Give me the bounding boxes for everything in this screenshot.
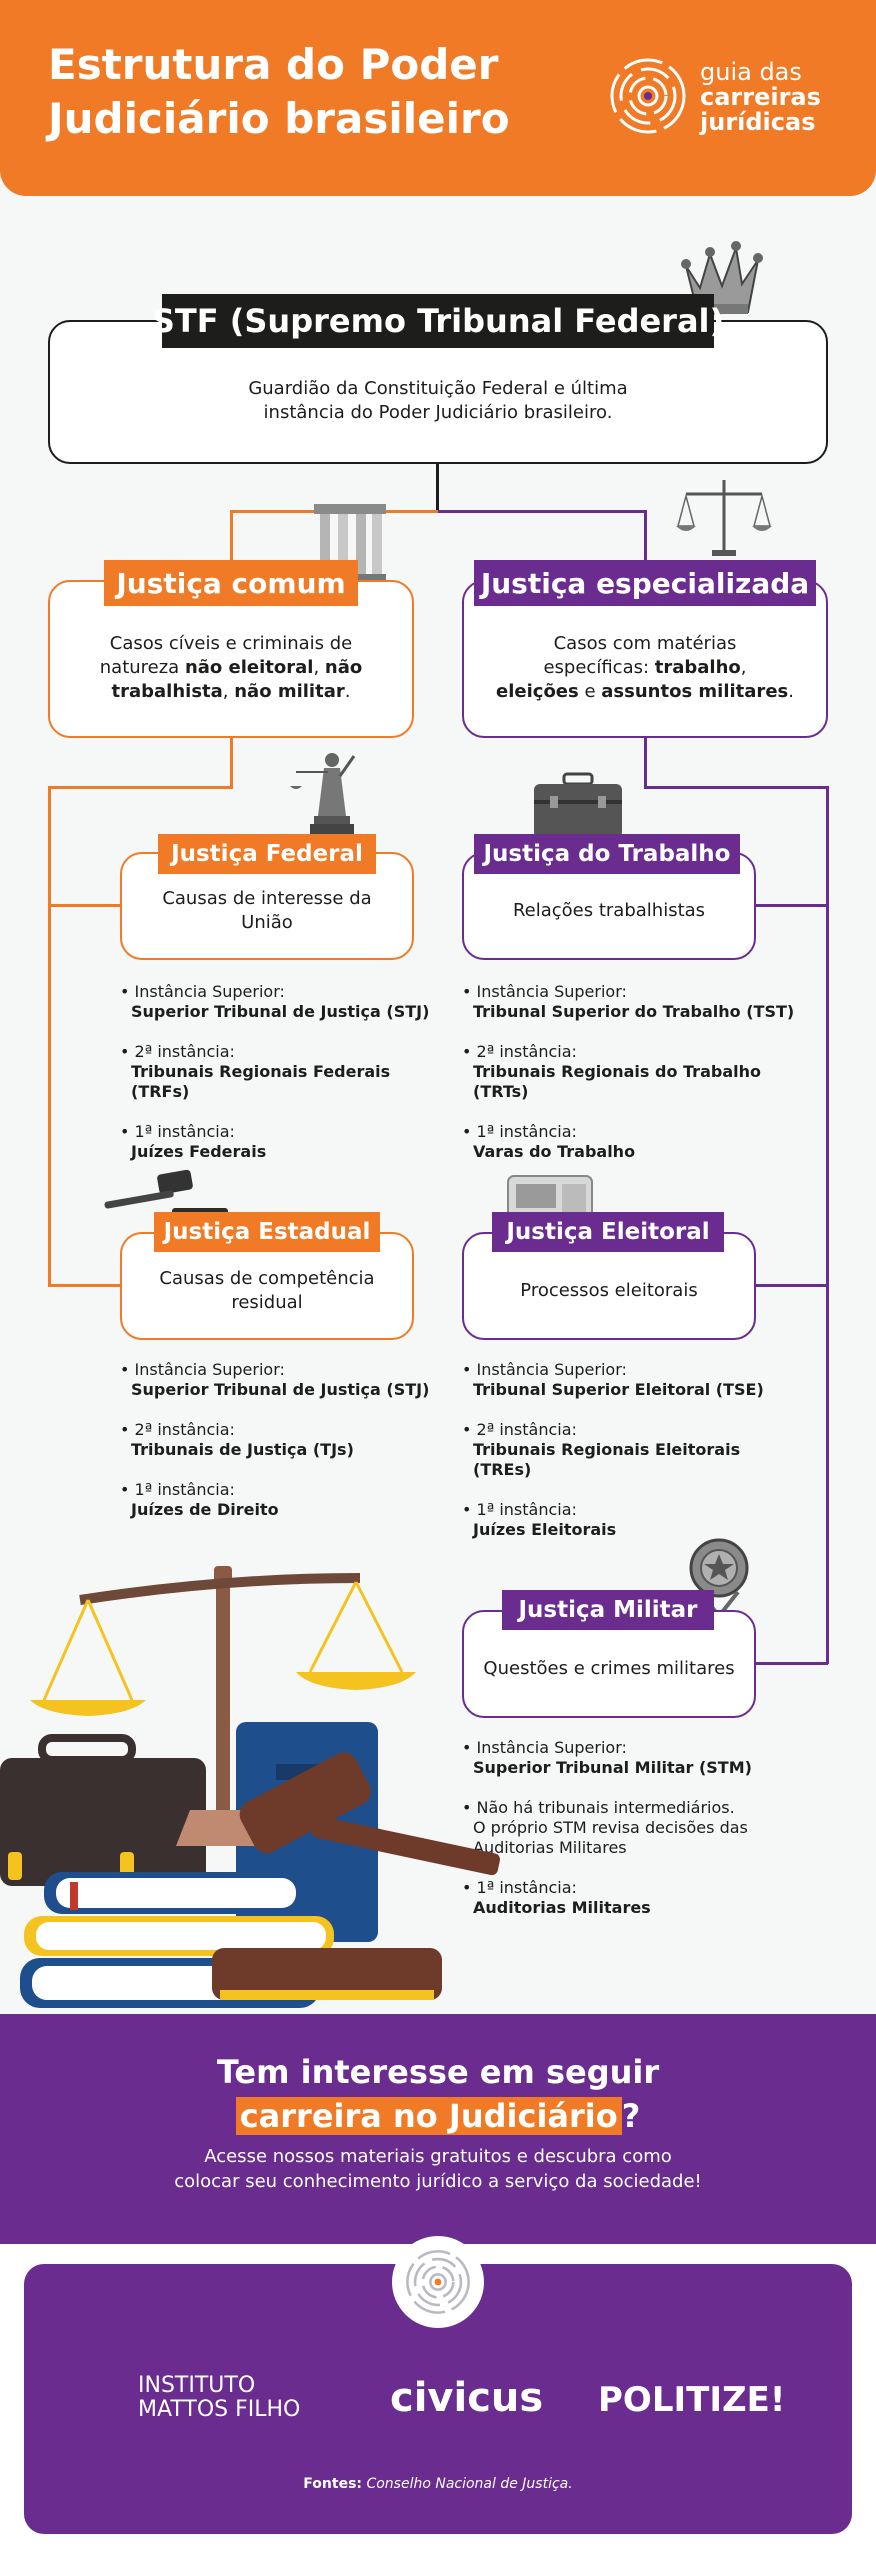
- law-illustration: [0, 1566, 501, 2008]
- voting-machine-icon: [507, 1175, 593, 1223]
- especializada-box: Casos com matérias específicas: trabalho…: [462, 580, 828, 738]
- lady-justice-icon: [290, 753, 356, 836]
- list-item: 2ª instância:Tribunais Regionais Federai…: [120, 1042, 440, 1102]
- eleitoral-description: Processos eleitorais: [520, 1280, 698, 1301]
- list-item: Instância Superior:Tribunal Superior do …: [462, 982, 802, 1022]
- federal-instances: Instância Superior:Superior Tribunal de …: [120, 982, 440, 1182]
- eleitoral-tag: Justiça Eleitoral: [492, 1212, 724, 1252]
- trabalho-tag: Justiça do Trabalho: [474, 834, 740, 874]
- connector-to-especializada: [438, 510, 646, 513]
- connector-comum-left: [48, 786, 233, 789]
- list-item: Não há tribunais intermediários.O própri…: [462, 1798, 802, 1858]
- connector-stf-down: [436, 464, 439, 512]
- comum-tag: Justiça comum: [104, 560, 358, 606]
- cta-title: Tem interesse em seguir carreira no Judi…: [216, 2053, 660, 2135]
- list-item: 1ª instância:Auditorias Militares: [462, 1878, 802, 1918]
- cta-highlight: carreira no Judiciário: [235, 2097, 622, 2135]
- militar-instances: Instância Superior:Superior Tribunal Mil…: [462, 1738, 802, 1938]
- list-item: 2ª instância:Tribunais Regionais Eleitor…: [462, 1420, 802, 1480]
- federal-tag: Justiça Federal: [158, 834, 376, 874]
- connector-comum-down: [230, 510, 233, 562]
- scale-icon: [676, 480, 772, 556]
- connector-especializada-bottom: [644, 738, 647, 788]
- list-item: 1ª instância:Varas do Trabalho: [462, 1122, 802, 1162]
- militar-tag: Justiça Militar: [502, 1590, 714, 1630]
- sources-note: Fontes: Conselho Nacional de Justiça.: [303, 2476, 573, 2492]
- partner-politize[interactable]: POLITIZE!: [598, 2380, 786, 2420]
- briefcase-icon: [534, 772, 622, 838]
- trabalho-description: Relações trabalhistas: [512, 900, 706, 921]
- eleitoral-instances: Instância Superior:Tribunal Superior Ele…: [462, 1360, 802, 1560]
- list-item: 1ª instância:Juízes Eleitorais: [462, 1500, 802, 1540]
- comum-box: Casos cíveis e criminais de natureza não…: [48, 580, 414, 738]
- military-emblem-icon: [689, 1538, 749, 1620]
- connector-to-trabalho: [756, 904, 828, 907]
- cta-text: Acesse nossos materiais gratuitos e desc…: [174, 2146, 702, 2192]
- connector-especializada-right: [644, 786, 828, 789]
- connector-to-eleitoral: [756, 1284, 828, 1287]
- connector-to-militar: [756, 1662, 828, 1665]
- title-line-1: Estrutura do Poder: [48, 40, 499, 89]
- maze-logo-icon: [406, 2250, 470, 2314]
- connector-to-federal: [48, 904, 120, 907]
- estadual-tag: Justiça Estadual: [154, 1212, 380, 1252]
- militar-description: Questões e crimes militares: [483, 1658, 735, 1679]
- stf-tag: STF (Supremo Tribunal Federal): [152, 294, 724, 348]
- connector-comum-bottom: [230, 738, 233, 788]
- header-banner: [0, 0, 876, 196]
- stf-description-line-2: instância do Poder Judiciário brasileiro…: [263, 402, 613, 423]
- list-item: Instância Superior:Superior Tribunal de …: [120, 1360, 440, 1400]
- partner-instituto-mattos-filho[interactable]: INSTITUTO MATTOS FILHO: [138, 2373, 301, 2422]
- estadual-instances: Instância Superior:Superior Tribunal de …: [120, 1360, 440, 1540]
- page-title: Estrutura do Poder Judiciário brasileiro: [48, 38, 568, 146]
- maze-logo-icon: [610, 58, 686, 134]
- federal-description: Causas de interesse da União: [162, 888, 372, 933]
- list-item: 2ª instância:Tribunais Regionais do Trab…: [462, 1042, 802, 1102]
- list-item: Instância Superior:Tribunal Superior Ele…: [462, 1360, 802, 1400]
- stf-description-line-1: Guardião da Constituição Federal e últim…: [248, 378, 628, 399]
- list-item: Instância Superior:Superior Tribunal de …: [120, 982, 440, 1022]
- partner-civicus[interactable]: civicus: [390, 2375, 544, 2421]
- connector-especializada-down: [644, 510, 647, 562]
- list-item: 2ª instância:Tribunais de Justiça (TJs): [120, 1420, 440, 1460]
- connector-especializada-vertical: [826, 786, 829, 1664]
- brand-logo-text: guia das carreiras jurídicas: [700, 58, 821, 136]
- especializada-tag: Justiça especializada: [474, 560, 816, 606]
- connector-to-estadual: [48, 1284, 120, 1287]
- estadual-description: Causas de competência residual: [159, 1268, 375, 1313]
- list-item: Instância Superior:Superior Tribunal Mil…: [462, 1738, 802, 1778]
- trabalho-instances: Instância Superior:Tribunal Superior do …: [462, 982, 802, 1182]
- title-line-2: Judiciário brasileiro: [48, 94, 510, 143]
- list-item: 1ª instância:Juízes Federais: [120, 1122, 440, 1162]
- connector-comum-vertical: [48, 786, 51, 1286]
- list-item: 1ª instância:Juízes de Direito: [120, 1480, 440, 1520]
